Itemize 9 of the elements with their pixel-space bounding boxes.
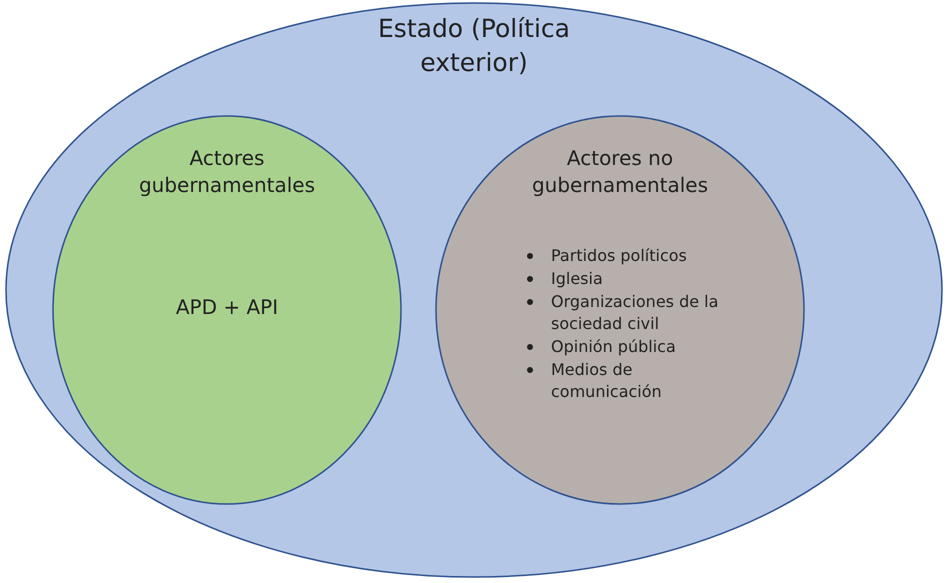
heading-text: Actores gubernamentales bbox=[138, 145, 316, 199]
heading-text: Estado (Política exterior) bbox=[377, 13, 571, 79]
heading-text: Actores no gubernamentales bbox=[530, 145, 709, 199]
list-item-text: Organizaciones de la sociedad civil bbox=[551, 291, 720, 335]
list-item-text: Medios de comunicación bbox=[551, 359, 663, 403]
body-text: APD + API bbox=[174, 295, 280, 319]
list-item-text: Opinión pública bbox=[551, 336, 676, 358]
list-item-text: Partidos políticos bbox=[551, 245, 687, 267]
list-item-text: Iglesia bbox=[551, 268, 603, 290]
